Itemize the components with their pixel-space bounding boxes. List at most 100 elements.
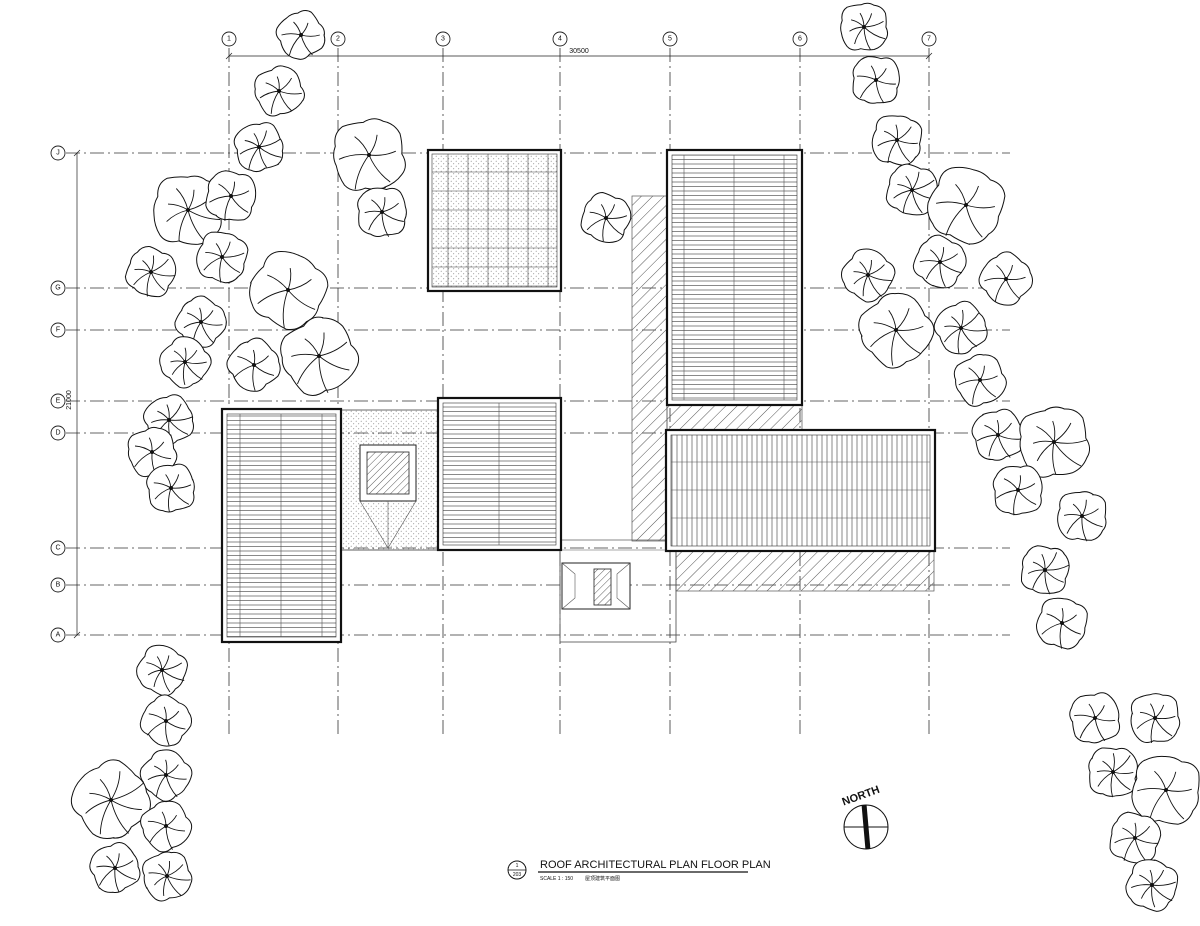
tree — [971, 408, 1024, 461]
title-block: 1 203 ROOF ARCHITECTURAL PLAN FLOOR PLAN… — [507, 859, 771, 882]
tree — [159, 336, 212, 389]
tree — [871, 115, 923, 166]
svg-text:E: E — [56, 398, 61, 405]
tree — [852, 56, 900, 104]
svg-text:1: 1 — [227, 36, 231, 43]
tree — [205, 170, 257, 221]
tree — [254, 65, 305, 117]
tree — [933, 300, 988, 355]
svg-text:2: 2 — [336, 36, 340, 43]
tree — [249, 251, 329, 331]
tree — [912, 234, 967, 289]
grid-bubble-row-G: G — [50, 280, 66, 296]
roof-center-slatted — [436, 396, 563, 552]
tree — [70, 759, 151, 839]
dimension-top: 30500 — [225, 48, 933, 60]
svg-text:F: F — [56, 327, 60, 334]
grid-bubble-col-3: 3 — [435, 31, 451, 47]
drawing-title: ROOF ARCHITECTURAL PLAN FLOOR PLAN — [540, 859, 771, 871]
grid-bubble-col-6: 6 — [792, 31, 808, 47]
tree — [1130, 693, 1181, 743]
tree — [1020, 545, 1070, 595]
svg-text:B: B — [56, 582, 61, 589]
tree — [139, 749, 193, 802]
tree — [1019, 406, 1091, 478]
scale-label: SCALE 1 : 150 — [540, 876, 573, 882]
svg-text:5: 5 — [668, 36, 672, 43]
grid-bubble-col-1: 1 — [221, 31, 237, 47]
trees — [70, 2, 1200, 912]
grid-bubble-row-D: D — [50, 425, 66, 441]
tree — [858, 292, 935, 369]
tree — [333, 118, 406, 191]
grid-bubble-col-5: 5 — [662, 31, 678, 47]
overall-depth-label: 21000 — [66, 390, 73, 410]
tree — [142, 851, 193, 902]
tree — [127, 426, 178, 478]
tree — [124, 246, 177, 298]
tree — [226, 337, 281, 392]
tree — [580, 191, 632, 243]
svg-text:7: 7 — [927, 36, 931, 43]
grid-bubble-col-7: 7 — [921, 31, 937, 47]
svg-text:4: 4 — [558, 36, 562, 43]
tree — [840, 248, 896, 303]
svg-text:J: J — [56, 150, 60, 157]
sheet-number: 203 — [513, 872, 522, 878]
tree — [139, 694, 193, 747]
grid-bubble-row-A: A — [50, 627, 66, 643]
tree — [280, 316, 360, 396]
grid-bubble-row-C: C — [50, 540, 66, 556]
tree — [1035, 597, 1088, 650]
tree — [136, 644, 189, 697]
roof-east-slatted — [664, 428, 937, 553]
roof-west-slatted — [220, 407, 343, 644]
roof-northeast-slatted — [665, 148, 804, 407]
tree — [953, 354, 1007, 407]
local-subtitle: 屋顶建筑平面图 — [585, 875, 620, 882]
grid-bubbles: 1 2 3 4 5 6 7J G F E D C B A — [50, 31, 937, 643]
tree — [978, 251, 1033, 306]
svg-text:3: 3 — [441, 36, 445, 43]
svg-text:C: C — [55, 545, 60, 552]
tree — [89, 842, 141, 893]
grid-bubble-row-F: F — [50, 322, 66, 338]
hatched-wall-vertical — [631, 195, 803, 542]
tree — [357, 187, 407, 238]
tree — [1125, 859, 1179, 912]
tree — [927, 166, 1006, 245]
tree — [275, 10, 326, 60]
tree — [1069, 692, 1121, 744]
overall-width-label: 30500 — [569, 48, 589, 55]
tree — [1131, 755, 1200, 825]
tree — [992, 465, 1043, 516]
skylight-entrance — [561, 562, 631, 610]
tree — [196, 231, 249, 284]
detail-number: 1 — [516, 863, 519, 869]
grid-bubble-row-B: B — [50, 577, 66, 593]
grid-bubble-row-E: E — [50, 393, 66, 409]
tree — [174, 295, 227, 348]
tree — [1057, 491, 1107, 542]
hatched-wall-horizontal — [675, 550, 935, 592]
terrace-outline — [340, 409, 677, 643]
tree — [1088, 747, 1138, 798]
grid-bubble-row-J: J — [50, 145, 66, 161]
svg-text:A: A — [56, 632, 61, 639]
svg-text:6: 6 — [798, 36, 802, 43]
grid-bubble-col-4: 4 — [552, 31, 568, 47]
north-label: NORTH — [841, 784, 882, 809]
tree — [140, 800, 193, 853]
tree — [840, 2, 889, 51]
svg-text:G: G — [55, 285, 60, 292]
dimension-left: 21000 — [66, 149, 81, 639]
tree — [1109, 811, 1162, 864]
tree — [146, 463, 195, 513]
north-arrow: NORTH — [841, 784, 889, 850]
skylight-terrace — [359, 444, 417, 549]
roof-north-dotted — [426, 148, 563, 293]
svg-text:D: D — [55, 430, 60, 437]
tree — [233, 122, 284, 173]
grid-bubble-col-2: 2 — [330, 31, 346, 47]
